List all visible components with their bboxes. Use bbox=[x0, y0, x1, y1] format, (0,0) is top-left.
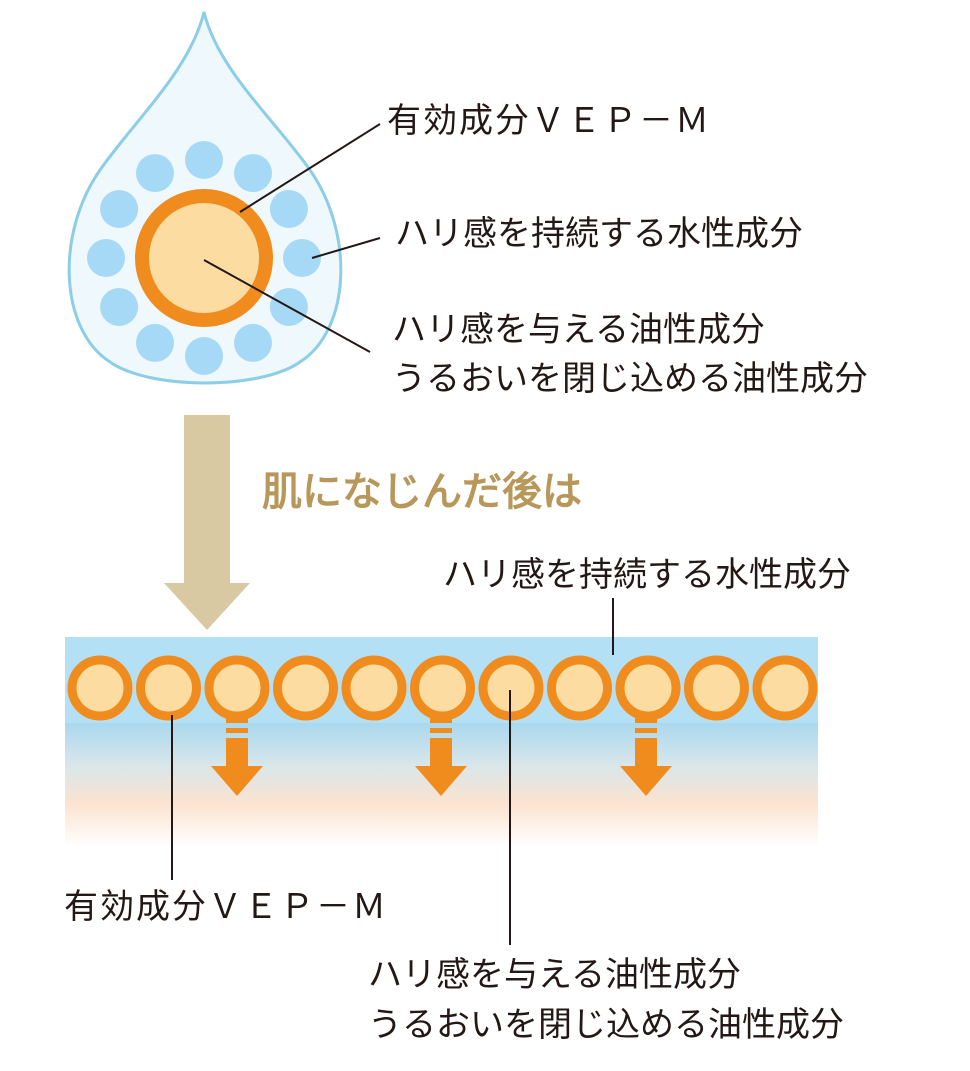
penetration-arrow-icon bbox=[620, 718, 672, 796]
label-oil-bottom-line2: うるおいを閉じ込める油性成分 bbox=[368, 1005, 844, 1045]
water-bubble bbox=[136, 154, 174, 193]
label-oil-top-line2: うるおいを閉じ込める油性成分 bbox=[392, 359, 868, 399]
arrow-stripe bbox=[430, 728, 452, 733]
label-vepm-bottom: 有効成分ＶＥＰ－Ｍ bbox=[64, 887, 388, 927]
penetration-arrows bbox=[211, 718, 672, 796]
oil-particle bbox=[273, 655, 338, 721]
water-bubble bbox=[234, 154, 272, 193]
oil-particle-row bbox=[67, 655, 818, 721]
water-bubble bbox=[87, 239, 125, 277]
water-bubble bbox=[100, 288, 139, 326]
penetration-arrow-icon bbox=[211, 718, 263, 796]
penetration-arrow-icon bbox=[415, 718, 467, 796]
arrow-stripe bbox=[226, 718, 248, 723]
label-oil-bottom-line1: ハリ感を与える油性成分 bbox=[368, 955, 741, 995]
oil-particle bbox=[341, 655, 407, 721]
arrow-head bbox=[620, 738, 672, 796]
water-phase-bubbles bbox=[87, 141, 321, 375]
water-bubble bbox=[234, 323, 272, 362]
arrow-stripe bbox=[635, 728, 657, 733]
oil-particle bbox=[204, 655, 270, 721]
leader-line-oil-top bbox=[203, 259, 371, 353]
oil-particle bbox=[752, 655, 818, 721]
arrow-stripe bbox=[635, 718, 657, 723]
label-water-bottom: ハリ感を持続する水性成分 bbox=[443, 555, 851, 595]
label-oil-top-line1: ハリ感を与える油性成分 bbox=[392, 310, 765, 350]
water-bubble bbox=[100, 190, 139, 228]
water-bubble bbox=[283, 239, 321, 277]
oil-particle bbox=[615, 655, 681, 721]
water-bubble bbox=[136, 323, 174, 362]
label-vepm-top: 有効成分ＶＥＰ－Ｍ bbox=[387, 101, 711, 141]
arrow-head bbox=[211, 738, 263, 796]
oil-particle bbox=[410, 655, 475, 721]
label-water-top: ハリ感を持続する水性成分 bbox=[395, 214, 803, 254]
leader-line-water-top bbox=[311, 237, 381, 259]
oil-particle bbox=[136, 655, 201, 721]
arrow-stripe bbox=[226, 728, 248, 733]
leader-line-vepm-top bbox=[239, 123, 381, 213]
arrow-head bbox=[415, 738, 467, 796]
water-bubble bbox=[185, 337, 223, 375]
transition-arrow bbox=[164, 415, 250, 630]
oil-core-ring bbox=[135, 189, 273, 327]
oil-particle bbox=[67, 655, 133, 721]
water-bubble bbox=[269, 190, 308, 228]
arrow-stripe bbox=[430, 718, 452, 723]
oil-particle bbox=[547, 655, 612, 721]
oil-particle bbox=[684, 655, 749, 721]
water-bubble bbox=[185, 141, 223, 179]
heading-after-absorption: 肌になじんだ後は bbox=[262, 469, 582, 515]
